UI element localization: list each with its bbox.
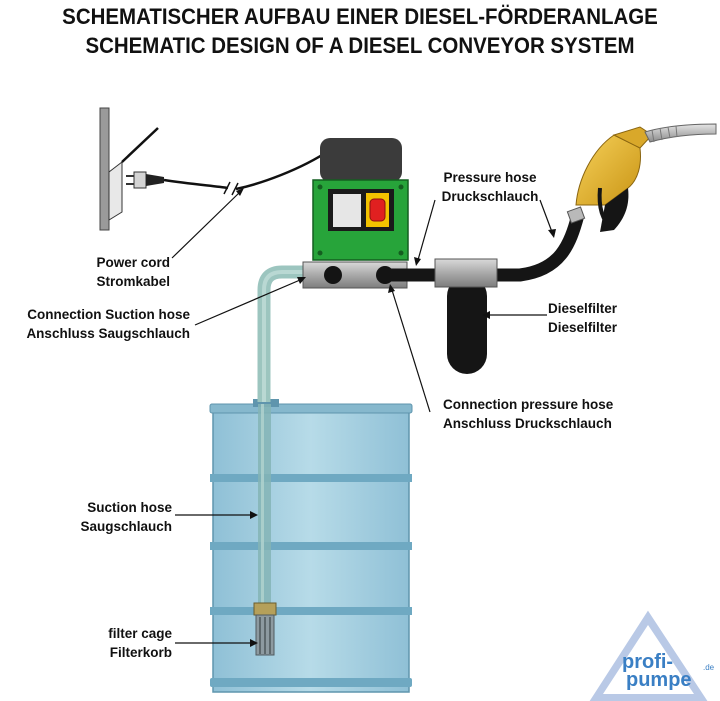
leader-power-cord bbox=[171, 191, 241, 259]
logo-icon bbox=[589, 610, 708, 701]
suction-hose bbox=[257, 265, 305, 609]
label-dieselfilter-en: Dieselfilter bbox=[548, 301, 618, 316]
plug-icon bbox=[126, 171, 164, 189]
pump-motor-icon bbox=[312, 138, 409, 261]
label-connection-pressure-hose-de: Anschluss Druckschlauch bbox=[443, 416, 612, 431]
label-power-cord: Power cord Stromkabel bbox=[60, 253, 170, 291]
label-filter-cage-en: filter cage bbox=[108, 626, 172, 641]
label-filter-cage-de: Filterkorb bbox=[109, 645, 172, 660]
page-title-german: SCHEMATISCHER AUFBAU EINER DIESEL-FÖRDER… bbox=[62, 4, 658, 29]
label-filter-cage: filter cage Filterkorb bbox=[60, 624, 172, 662]
fuel-nozzle-icon bbox=[566, 123, 717, 232]
label-connection-suction-hose-en: Connection Suction hose bbox=[27, 307, 190, 322]
leader-pressure-hose-right bbox=[539, 199, 553, 233]
logo-text-suffix: .de bbox=[703, 663, 715, 672]
label-suction-hose-en: Suction hose bbox=[87, 500, 172, 515]
label-connection-pressure-hose-en: Connection pressure hose bbox=[443, 397, 614, 412]
leader-connection-pressure bbox=[391, 289, 431, 413]
label-connection-pressure-hose: Connection pressure hose Anschluss Druck… bbox=[443, 395, 643, 433]
drum-icon bbox=[209, 399, 413, 693]
label-connection-suction-hose-de: Anschluss Saugschlauch bbox=[26, 326, 190, 341]
logo-text-line2: pumpe bbox=[626, 669, 692, 691]
pressure-hose bbox=[390, 213, 585, 282]
label-dieselfilter: Dieselfilter Dieselfilter bbox=[548, 299, 668, 337]
label-power-cord-de: Stromkabel bbox=[96, 274, 170, 289]
label-power-cord-en: Power cord bbox=[96, 255, 170, 270]
label-suction-hose-de: Saugschlauch bbox=[80, 519, 172, 534]
leader-lines bbox=[171, 191, 553, 644]
label-suction-hose: Suction hose Saugschlauch bbox=[60, 498, 172, 536]
pump-housing bbox=[302, 261, 408, 289]
label-pressure-hose: Pressure hose Druckschlauch bbox=[420, 168, 560, 206]
arrow-heads bbox=[236, 188, 556, 647]
leader-connection-suction bbox=[194, 279, 301, 326]
leader-pressure-hose-left bbox=[417, 199, 436, 261]
label-pressure-hose-de: Druckschlauch bbox=[441, 189, 539, 204]
logo-text-line1: profi- bbox=[622, 651, 674, 673]
label-pressure-hose-en: Pressure hose bbox=[443, 170, 537, 185]
wall-socket-icon bbox=[99, 107, 159, 231]
page-title-english: SCHEMATIC DESIGN OF A DIESEL CONVEYOR SY… bbox=[85, 33, 635, 58]
label-dieselfilter-de: Dieselfilter bbox=[548, 320, 618, 335]
diesel-filter-icon bbox=[434, 258, 498, 374]
filter-cage-icon bbox=[253, 602, 277, 656]
label-connection-suction-hose: Connection Suction hose Anschluss Saugsc… bbox=[0, 305, 190, 343]
